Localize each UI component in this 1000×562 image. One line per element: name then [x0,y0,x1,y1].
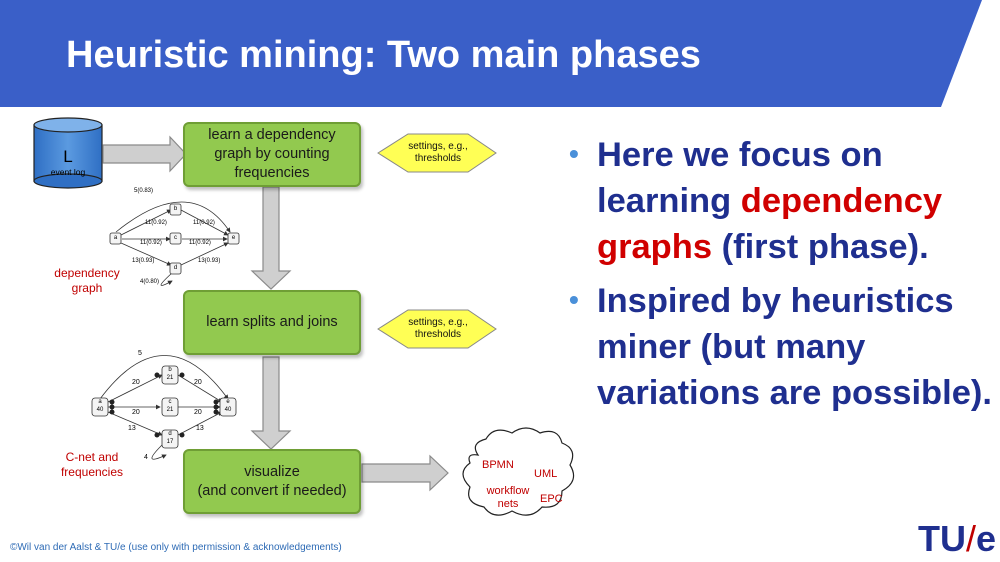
dep-node-b-label: b [173,206,178,212]
cnet-edge-label: 20 [194,379,202,386]
flow-arrows [102,135,449,492]
event-log-caption: event log [50,167,86,177]
bullet-dot-icon: • [569,284,579,315]
output-uml: UML [534,468,558,480]
event-log-icon [33,117,103,189]
cnet-node-d [161,429,179,449]
dep-node-a-label: a [113,235,118,241]
cnet-node-a [91,397,109,417]
dep-edge-label: 13(0.93) [198,258,221,264]
cnet-edge-label: 20 [132,409,140,416]
bullet-2-text: Inspired by heuristics miner (but many v… [597,282,992,412]
cnet-bindings [109,372,219,438]
title-bar-background [0,0,982,107]
output-workflow-nets: workflow nets [486,485,530,510]
copyright-footer: ©Wil van der Aalst & TU/e (use only with… [10,542,342,553]
cnet-edge-label: 13 [128,425,136,432]
tue-logo: TU/e [918,518,997,559]
dep-edge-label: 11(0.92) [193,220,215,226]
dep-edge-label: 11(0.92) [145,220,167,226]
dep-edge-label: 5(0.83) [134,188,154,194]
dep-node-b [169,203,182,216]
dep-edge-label: 13(0.93) [132,258,155,264]
dependency-graph-label: dependency graph [54,266,120,295]
diagram-graphics [33,117,575,516]
dep-node-e-label: e [231,235,236,241]
dep-edge-label: 11(0.92) [140,240,162,246]
bullet-1-highlight: dependency graphs [597,182,943,266]
settings-label-2: settings, e.g., thresholds [408,317,468,340]
cnet-label: C-net and frequencies [60,450,124,479]
dependency-graph [115,201,231,286]
slide-title: Heuristic mining: Two main phases [66,34,701,76]
bullet-list: • Here we focus on learning dependency g… [567,132,997,424]
bullet-1-text-end: (first phase). [712,228,929,266]
settings-label-1: settings, e.g., thresholds [408,141,468,164]
cnet-edge-label: 20 [132,379,140,386]
dep-node-d [169,262,182,275]
bullet-dot-icon: • [569,138,579,169]
bullet-item-2: • Inspired by heuristics miner (but many… [567,278,997,416]
phase-3-box: visualize (and convert if needed) [183,449,361,514]
bullet-1-text: Here we focus on learning [597,136,883,220]
title-bar: Heuristic mining: Two main phases [0,0,1000,107]
event-log-letter: L [63,147,73,166]
dep-edge-label: 11(0.92) [189,240,211,246]
cnet-graph [99,355,229,460]
bullet-item-1: • Here we focus on learning dependency g… [567,132,997,270]
cnet-node-b [161,365,179,385]
output-bpmn: BPMN [482,459,514,471]
output-cloud [462,427,575,516]
process-diagram: L event log learn a dependency graph by … [0,107,600,537]
dep-node-d-label: d [173,265,178,271]
phase-1-box: learn a dependency graph by counting fre… [183,122,361,187]
settings-diamond-2 [377,309,497,349]
cnet-edge-label: 5 [138,350,142,357]
dep-edge-label: 4(0.80) [140,279,160,285]
dependency-graph-nodes [109,203,240,275]
settings-diamond-1 [377,133,497,173]
output-epc: EPC [540,493,563,505]
dep-node-c-label: c [174,235,177,241]
dep-node-a [109,232,122,245]
cnet-node-c [161,397,179,417]
cnet-edge-label: 4 [144,454,148,461]
cnet-node-e [219,397,237,417]
dep-node-e [227,232,240,245]
phase-2-box: learn splits and joins [183,290,361,355]
dep-node-c [169,232,182,245]
cnet-edge-label: 13 [196,425,204,432]
cnet-nodes [91,365,237,449]
cnet-edge-label: 20 [194,409,202,416]
